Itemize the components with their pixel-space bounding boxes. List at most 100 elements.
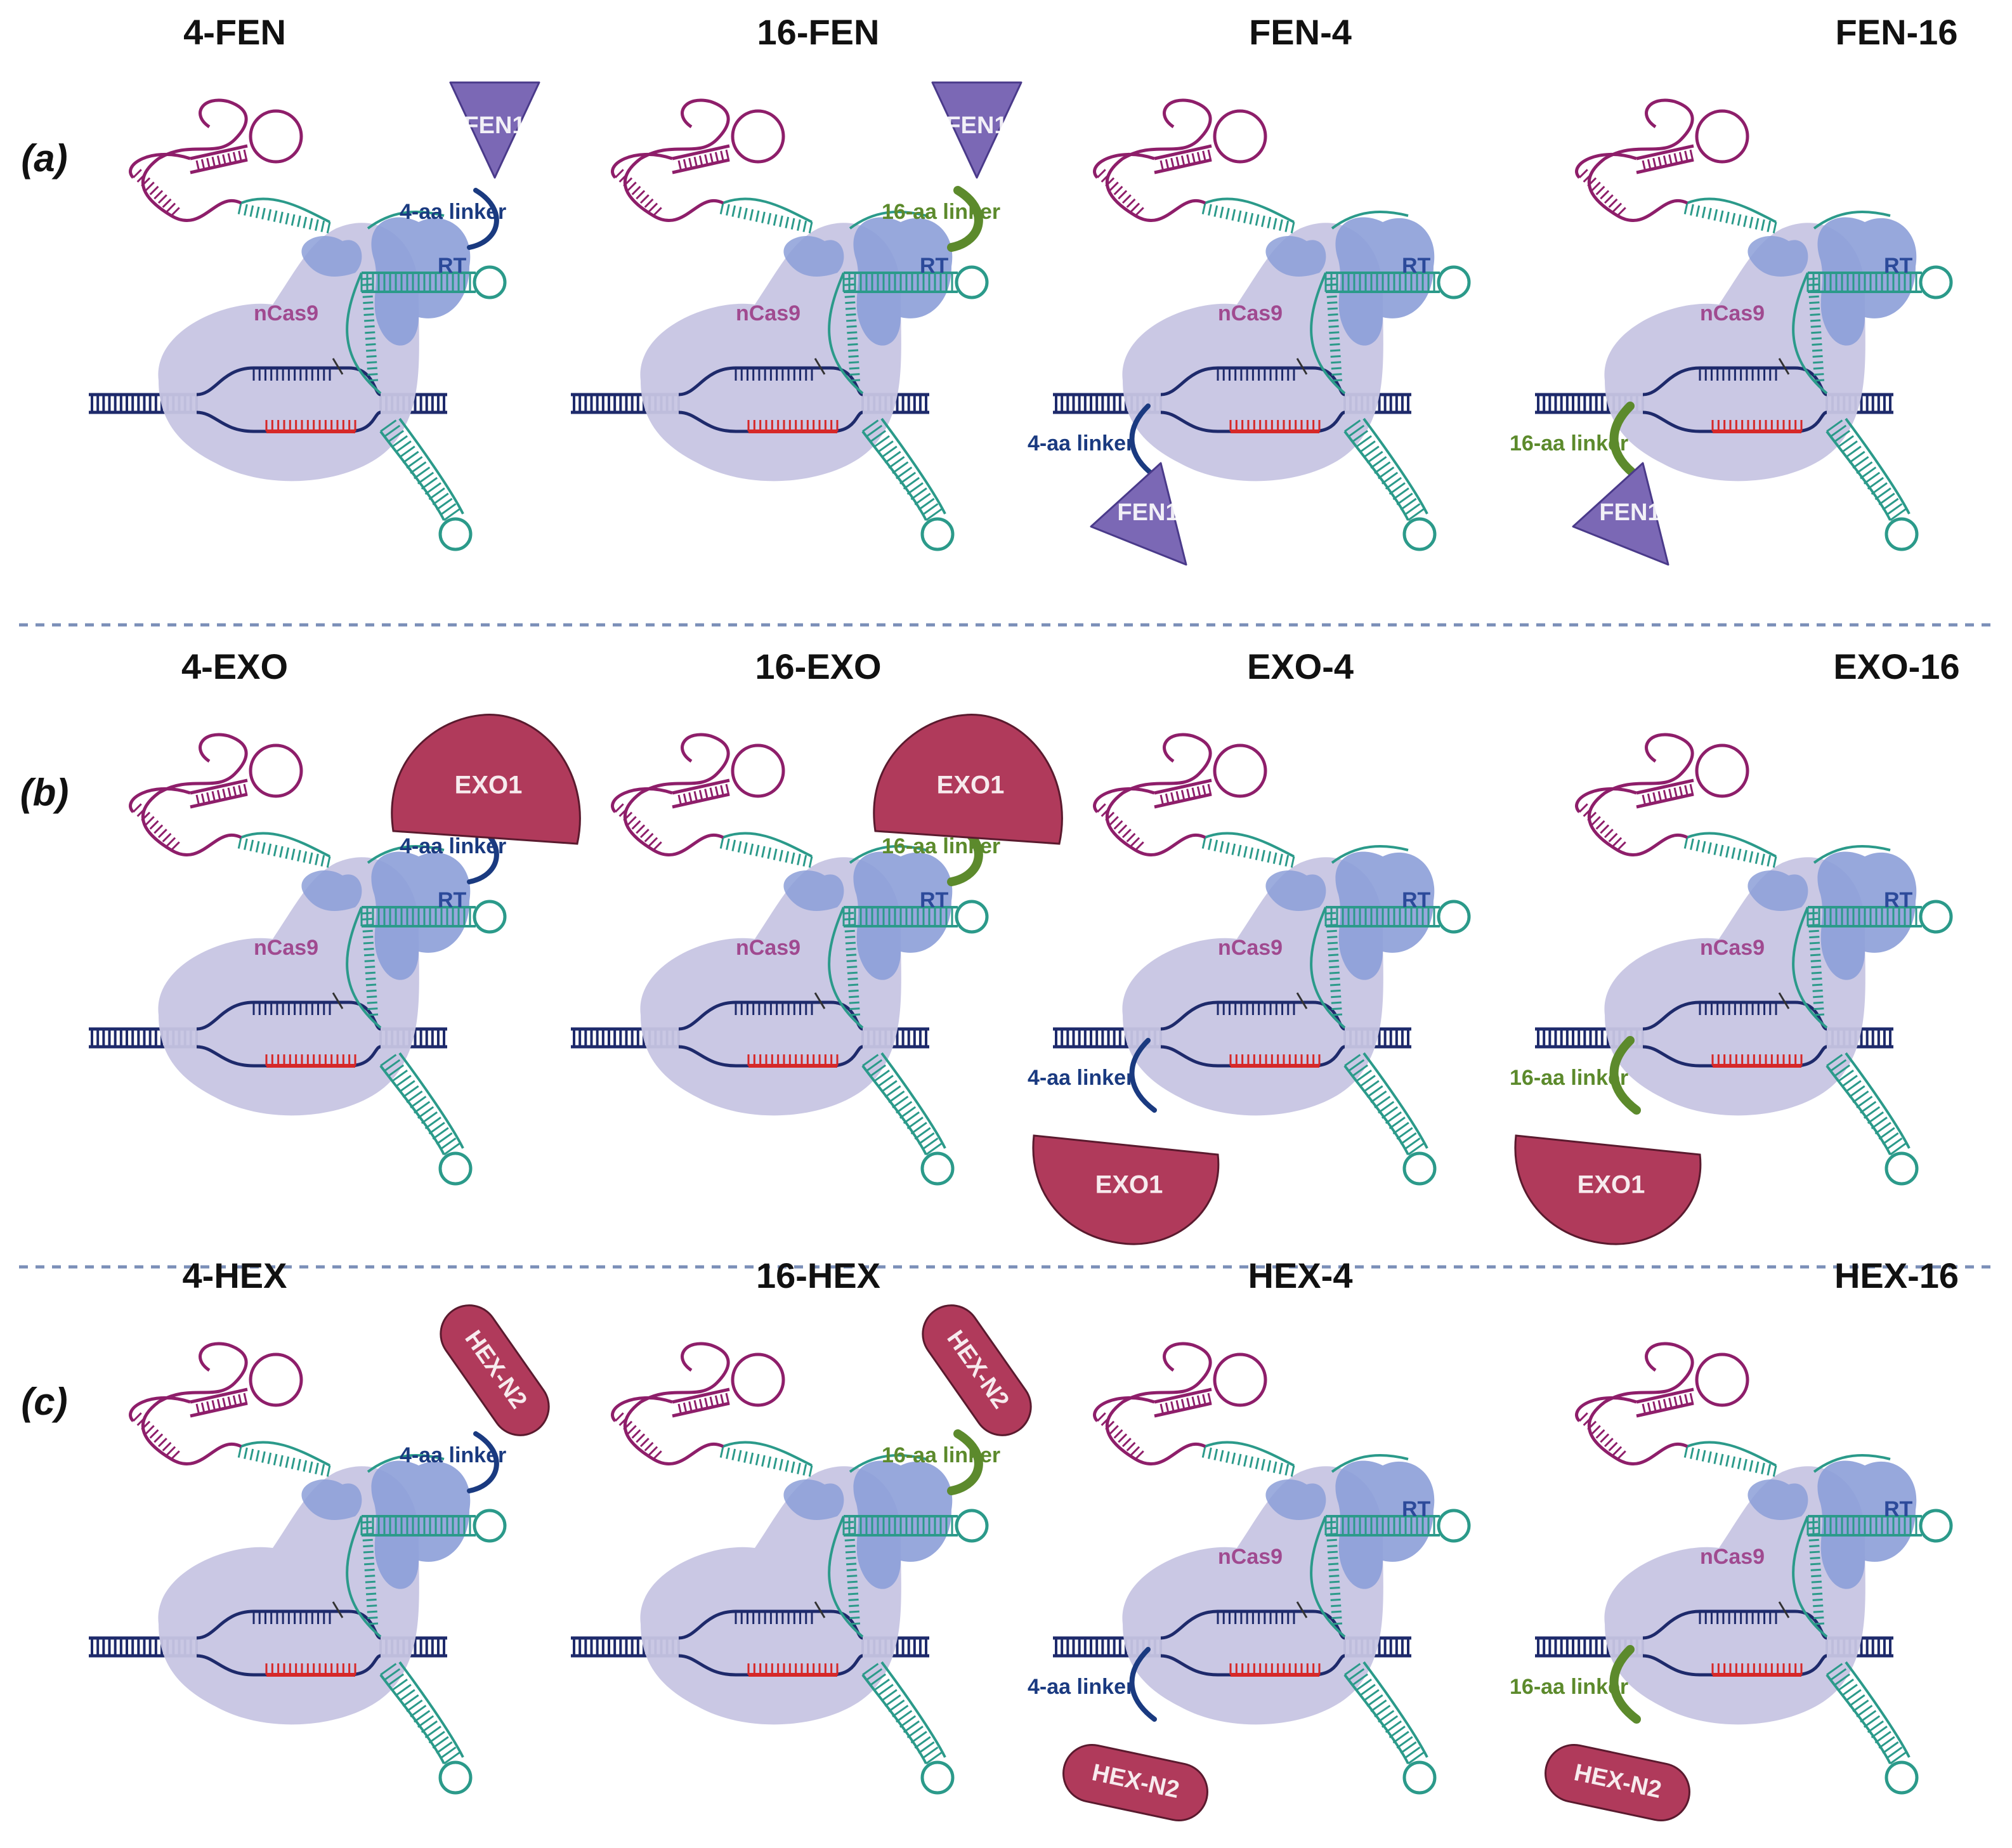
pbs-strand (1687, 832, 1777, 858)
extension-ladder (614, 169, 662, 217)
panel-title: 16-FEN (757, 12, 880, 52)
target-site-ladder (265, 1054, 356, 1066)
row-label: (b) (20, 771, 69, 814)
target-site-ladder (1711, 1663, 1803, 1675)
target-strand (678, 410, 863, 433)
pbs-strand (1687, 1441, 1777, 1467)
rt-label: RT (438, 888, 467, 912)
linker (1129, 1647, 1157, 1722)
extension-ladder (1578, 169, 1626, 217)
linker-label: 4-aa linker (1028, 1675, 1134, 1699)
spacer-ladder (1807, 277, 1825, 382)
ncas9-body (640, 1466, 901, 1725)
hex-n2-enzyme: HEX-N2 (1545, 1743, 1690, 1822)
nick-icon (1778, 358, 1790, 375)
hairpin-loop (1885, 517, 1919, 551)
scaffold-loop (1437, 265, 1471, 299)
ncas9-body (1122, 1466, 1383, 1725)
rt-lobe (301, 870, 362, 911)
ncas9-label: nCas9 (254, 936, 318, 960)
target-site-ladder (747, 1663, 839, 1675)
rt-domain (1335, 1460, 1435, 1589)
ncas9-body (1122, 223, 1383, 482)
linker-label: 16-aa linker (1510, 1066, 1628, 1090)
nicked-ladder (1699, 368, 1777, 381)
pbs-strand (1205, 1441, 1295, 1467)
target-strand (1160, 1045, 1345, 1068)
spacer-ladder (843, 912, 861, 1016)
extension-ladder (1578, 803, 1626, 851)
rna-loop (731, 109, 785, 164)
hairpin-ladder (1826, 1054, 1907, 1156)
rna-hairpin-ladder (1160, 1393, 1212, 1415)
nicked-ladder (252, 1002, 331, 1015)
nick-icon (332, 1601, 344, 1618)
exo1-enzyme (391, 714, 581, 845)
rna-loop (1695, 744, 1749, 798)
hex-n2-enzyme: HEX-N2 (440, 1304, 550, 1436)
ncas9-label: nCas9 (1700, 1545, 1765, 1569)
panel-title: 16-HEX (756, 1255, 880, 1295)
enzyme-label: FEN1 (946, 112, 1007, 139)
row-label: (c) (21, 1380, 67, 1423)
spacer-ladder (361, 912, 379, 1016)
scaffold-ladder (1324, 1516, 1441, 1535)
nick-icon (814, 358, 826, 375)
nick-icon (814, 992, 826, 1009)
panel-title: 16-EXO (755, 646, 881, 686)
target-strand (1642, 1654, 1827, 1677)
pegrna-extension (1587, 733, 1694, 856)
hairpin-ladder (862, 1054, 943, 1156)
linker (467, 188, 499, 250)
fen1-enzyme (1090, 462, 1187, 566)
rt-domain (1817, 851, 1917, 980)
rna-hairpin-ladder (1160, 149, 1212, 172)
nicked-ladder (1217, 368, 1295, 381)
hairpin-loop (1402, 1151, 1437, 1186)
nick-icon (1296, 992, 1308, 1009)
hairpin-ladder (380, 1054, 461, 1156)
pbs-ladder (719, 837, 813, 868)
rna-hairpin-ladder (677, 783, 730, 806)
linker (1129, 403, 1157, 478)
rt-lobe (301, 1479, 362, 1520)
target-strand (196, 1654, 381, 1677)
rna-hairpin-ladder (195, 149, 248, 172)
rt-lobe (1747, 870, 1808, 911)
nick-icon (814, 1601, 826, 1618)
scaffold-ladder (842, 1516, 959, 1535)
rna-loop (1695, 1353, 1749, 1407)
scaffold-ladder (842, 273, 959, 292)
scaffold-ladder (360, 907, 477, 926)
ncas9-body (158, 857, 419, 1116)
spacer-ladder (1325, 1521, 1343, 1625)
scaffold-loop (473, 265, 507, 299)
ncas9-body (640, 857, 901, 1116)
target-strand (196, 410, 381, 433)
pegrna-extension (1105, 1342, 1212, 1465)
spacer-ladder (1325, 912, 1343, 1016)
rt-lobe (1747, 235, 1808, 277)
scaffold-loop (1919, 265, 1953, 299)
pegrna-extension (1105, 733, 1212, 856)
scaffold-loop (955, 265, 989, 299)
linker-label: 4-aa linker (1028, 1066, 1134, 1090)
enzyme-label: FEN1 (1599, 499, 1661, 526)
scaffold-loop (1437, 900, 1471, 934)
extension-ladder (1096, 169, 1144, 217)
rt-domain (853, 1460, 953, 1589)
target-strand (1160, 1654, 1345, 1677)
scaffold-ladder (1806, 273, 1923, 292)
ncas9-body (158, 223, 419, 482)
pbs-strand (1205, 197, 1295, 223)
hex-n2-enzyme: HEX-N2 (1062, 1743, 1208, 1822)
rt-label: RT (1402, 254, 1431, 278)
ncas9-label: nCas9 (254, 301, 318, 325)
exo1-enzyme (1032, 1134, 1220, 1245)
rt-label: RT (1884, 254, 1913, 278)
